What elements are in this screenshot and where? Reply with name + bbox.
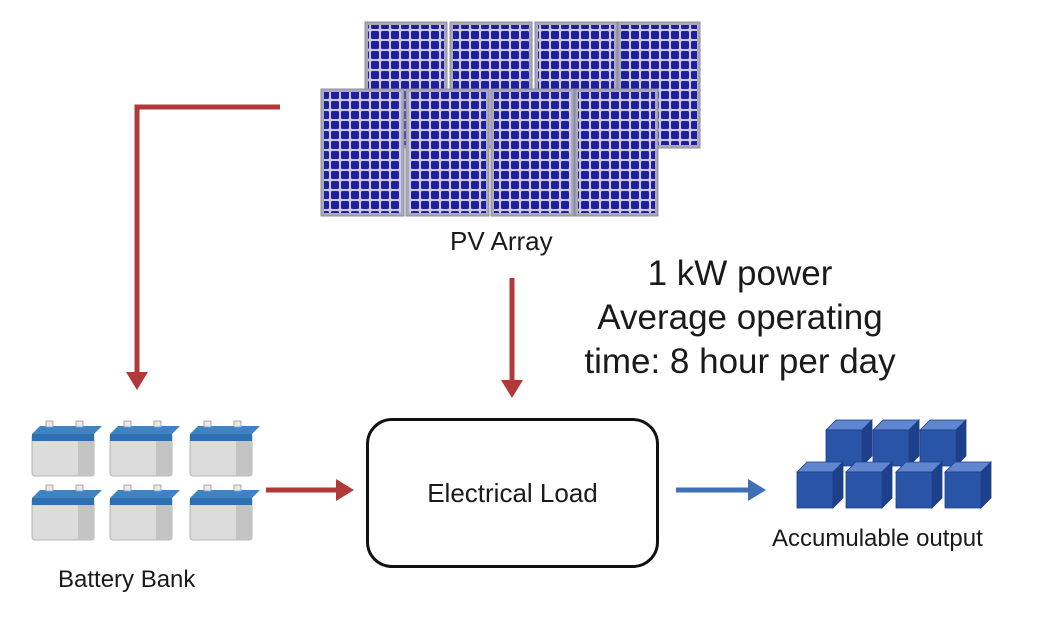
cube-icon bbox=[825, 419, 873, 467]
cube-icon bbox=[944, 461, 992, 509]
solar-panel-icon bbox=[490, 88, 575, 217]
cube-icon bbox=[895, 461, 943, 509]
electrical-load-box: Electrical Load bbox=[366, 418, 659, 568]
annotation-line-3: time: 8 hour per day bbox=[584, 342, 896, 381]
solar-panel-icon bbox=[405, 88, 490, 217]
accumulable-output-group bbox=[796, 419, 992, 509]
battery-bank-label: Battery Bank bbox=[58, 566, 196, 593]
accumulable-output-label: Accumulable output bbox=[772, 525, 983, 552]
pv-to-battery-arrow bbox=[134, 104, 280, 372]
electrical-load-label: Electrical Load bbox=[427, 477, 598, 508]
cube-icon bbox=[919, 419, 967, 467]
battery-icon bbox=[109, 420, 180, 477]
pv-to-load-arrowhead bbox=[501, 380, 523, 398]
power-annotation: 1 kW power Average operating time: 8 hou… bbox=[560, 252, 920, 384]
pv-array-label: PV Array bbox=[450, 226, 553, 256]
battery-to-load-arrowhead bbox=[336, 479, 354, 501]
cube-icon bbox=[796, 461, 844, 509]
annotation-line-1: 1 kW power bbox=[647, 254, 833, 293]
pv-array-group bbox=[320, 21, 701, 217]
cube-icon bbox=[845, 461, 893, 509]
load-to-output-arrowhead bbox=[748, 479, 766, 501]
battery-icon bbox=[31, 420, 102, 477]
battery-icon bbox=[109, 484, 180, 541]
solar-panel-icon bbox=[320, 88, 405, 217]
cube-icon bbox=[872, 419, 920, 467]
pv-to-battery-arrowhead bbox=[126, 372, 148, 390]
battery-icon bbox=[189, 484, 260, 541]
annotation-line-2: Average operating bbox=[597, 298, 883, 337]
battery-icon bbox=[189, 420, 260, 477]
solar-panel-icon bbox=[574, 88, 659, 217]
battery-icon bbox=[31, 484, 102, 541]
battery-bank-group bbox=[31, 420, 260, 541]
flow-arrows-group bbox=[126, 104, 766, 501]
